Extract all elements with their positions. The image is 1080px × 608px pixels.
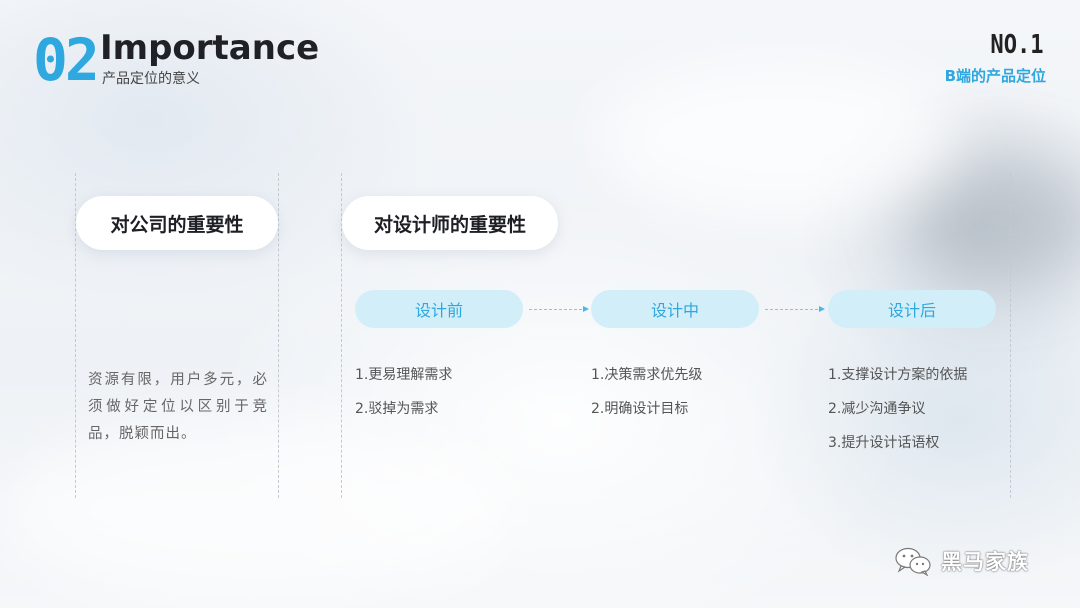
wechat-icon <box>895 547 931 576</box>
slide-topic: B端的产品定位 <box>944 67 1046 85</box>
divider-dashed <box>1010 173 1011 498</box>
section-subtitle: 产品定位的意义 <box>102 71 200 87</box>
background-blur-shape <box>0 420 520 600</box>
list-item: 1.支撑设计方案的依据 <box>828 367 968 383</box>
list-item: 2.减少沟通争议 <box>828 401 926 417</box>
stage-before-design: 设计前 <box>355 290 523 328</box>
divider-dashed <box>75 173 76 498</box>
list-item: 2.驳掉为需求 <box>355 401 439 417</box>
stage-after-list: 1.支撑设计方案的依据 2.减少沟通争议 3.提升设计话语权 <box>828 366 967 468</box>
section-title: Importance <box>100 28 320 68</box>
list-item: 1.决策需求优先级 <box>591 367 703 383</box>
list-item: 1.更易理解需求 <box>355 367 453 383</box>
section-number: 02 <box>33 26 100 94</box>
designer-importance-title: 对设计师的重要性 <box>342 196 558 250</box>
company-importance-description: 资源有限，用户多元，必须做好定位以区别于竞品，脱颖而出。 <box>88 372 268 442</box>
stage-during-design: 设计中 <box>591 290 759 328</box>
slide-number: NO.1 <box>990 30 1044 60</box>
wechat-watermark: 黑马家族 <box>893 544 1029 578</box>
divider-dashed <box>341 173 342 498</box>
arrow-right-icon <box>529 306 589 312</box>
arrow-right-icon <box>765 306 825 312</box>
list-item: 3.提升设计话语权 <box>828 435 940 451</box>
stage-after-design: 设计后 <box>828 290 996 328</box>
background-blur-shape <box>600 60 960 220</box>
stage-before-list: 1.更易理解需求 2.驳掉为需求 <box>355 366 452 434</box>
list-item: 2.明确设计目标 <box>591 401 689 417</box>
watermark-text: 黑马家族 <box>941 550 1029 574</box>
company-importance-title: 对公司的重要性 <box>76 196 278 250</box>
divider-dashed <box>278 173 279 498</box>
stage-during-list: 1.决策需求优先级 2.明确设计目标 <box>591 366 702 434</box>
